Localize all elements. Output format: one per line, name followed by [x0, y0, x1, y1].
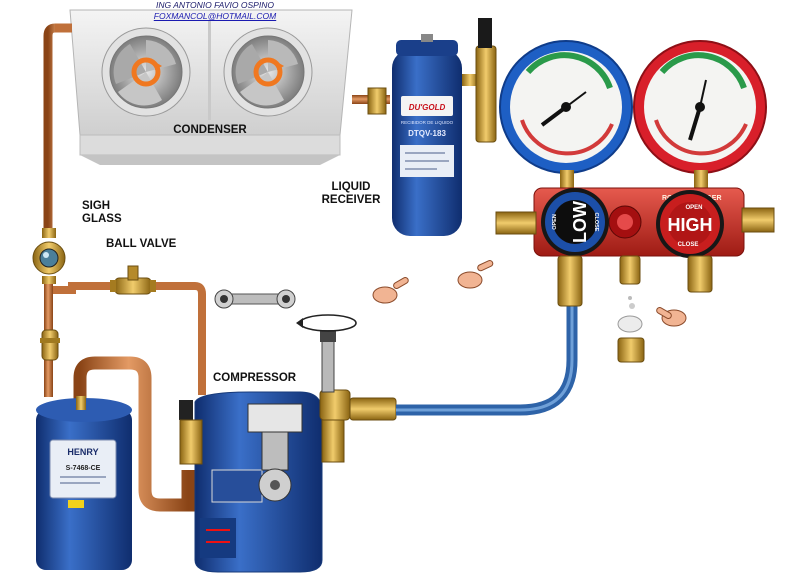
- condenser: [69, 9, 353, 165]
- condenser-label: CONDENSER: [173, 124, 247, 136]
- high-open-label: OPEN: [685, 205, 702, 211]
- condenser-fan-1: [101, 27, 191, 117]
- low-knob-label: LOW: [570, 201, 590, 243]
- receiver-subtitle: RECIBIDOR DE LIQUIDO: [401, 120, 454, 125]
- low-side-hose: [396, 305, 578, 416]
- sight-glass: [32, 228, 66, 284]
- sight-glass-label-line1: SIGH: [82, 200, 111, 212]
- filter-drier: [40, 329, 60, 361]
- author-credit: ING ANTONIO FAVIO OSPINO: [156, 0, 274, 10]
- manifold-body: ROTHENBERGER: [495, 187, 775, 257]
- low-close-label: CLOSE: [593, 213, 599, 232]
- low-open-label: OPEN: [552, 214, 558, 230]
- liquid-receiver-label-line1: LIQUID: [331, 181, 371, 193]
- pointing-hand-icon-2: [457, 260, 494, 289]
- low-side-knob[interactable]: LOW OPEN CLOSE: [541, 188, 609, 256]
- condenser-fan-2: [223, 27, 313, 117]
- compressor-label: COMPRESSOR: [213, 372, 297, 384]
- suction-accumulator: HENRY S-7468-CE: [36, 396, 132, 570]
- high-knob-label: HIGH: [668, 215, 713, 235]
- purge-vapor-icon: [617, 296, 645, 363]
- accumulator-model: S-7468-CE: [66, 465, 101, 472]
- sight-glass-label-line2: GLASS: [82, 213, 122, 225]
- author-email-link[interactable]: FOXMANCOL@HOTMAIL.COM: [153, 11, 277, 21]
- liquid-receiver-label-line2: RECEIVER: [321, 194, 381, 206]
- receiver-brand: DU'GOLD: [409, 103, 446, 112]
- manifold-ports: [557, 255, 713, 307]
- high-close-label: CLOSE: [678, 242, 699, 248]
- liquid-receiver-label: LIQUID RECEIVER: [318, 181, 384, 207]
- rotation-arrow-icon: [296, 314, 357, 332]
- compressor: [179, 391, 323, 573]
- sight-glass-label: SIGH GLASS: [82, 200, 122, 226]
- compressor-service-valve[interactable]: [319, 330, 397, 463]
- ball-valve[interactable]: [110, 265, 156, 295]
- low-pressure-gauge: [499, 40, 633, 174]
- liquid-receiver: DU'GOLD RECIBIDOR DE LIQUIDO DTQV-183: [367, 18, 497, 236]
- accumulator-brand: HENRY: [67, 447, 98, 457]
- high-side-knob[interactable]: HIGH OPEN CLOSE: [656, 190, 724, 258]
- ball-valve-label: BALL VALVE: [106, 238, 177, 250]
- pointing-hand-icon-3: [656, 307, 687, 327]
- high-pressure-gauge: [633, 40, 767, 174]
- receiver-model: DTQV-183: [408, 129, 446, 138]
- ratchet-wrench-icon: [214, 289, 296, 309]
- pointing-hand-icon-1: [372, 277, 409, 304]
